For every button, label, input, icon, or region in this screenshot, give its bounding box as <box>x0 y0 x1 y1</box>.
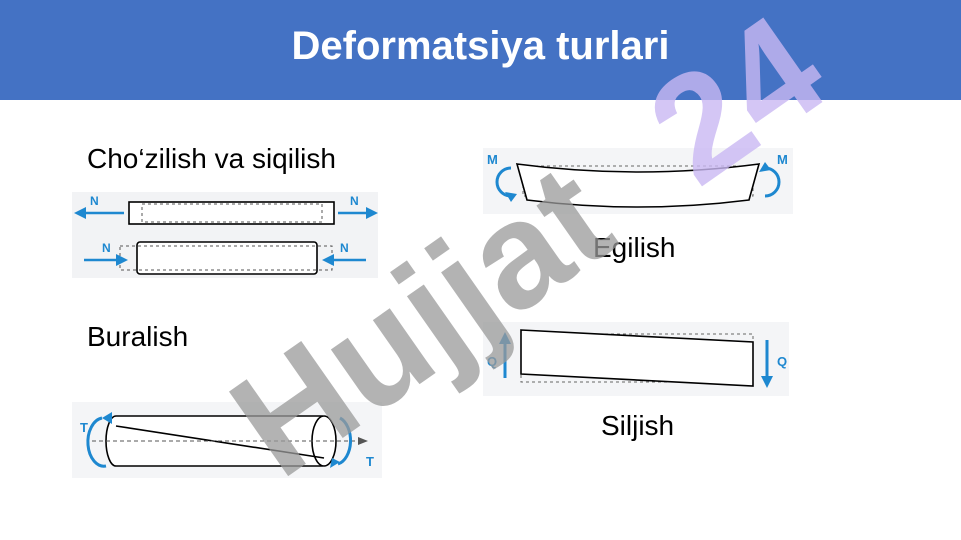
slide-title: Deformatsiya turlari <box>291 24 670 68</box>
label-bending: Egilish <box>593 232 676 263</box>
bending-m-left: M <box>487 152 498 167</box>
tension-n-left: N <box>90 194 99 208</box>
shear-q-right: Q <box>777 354 787 369</box>
label-shear: Siljish <box>601 410 675 441</box>
torsion-t-left: T <box>80 420 88 435</box>
shear-q-left: Q <box>487 354 497 369</box>
torsion-diagram: T T <box>72 402 382 478</box>
compression-n-right: N <box>340 241 349 255</box>
tension-n-right: N <box>350 194 359 208</box>
tension-compression-diagram: N N N N <box>72 192 378 278</box>
title-bar: Deformatsiya turlari <box>0 0 961 100</box>
bending-m-right: M <box>777 152 788 167</box>
label-tension: Cho‘zilish va siqilish <box>87 143 336 174</box>
torsion-t-right: T <box>366 454 374 469</box>
label-torsion: Buralish <box>87 321 189 352</box>
bending-diagram: M M <box>483 148 793 214</box>
compression-n-left: N <box>102 241 111 255</box>
shear-diagram: Q Q <box>483 322 789 396</box>
